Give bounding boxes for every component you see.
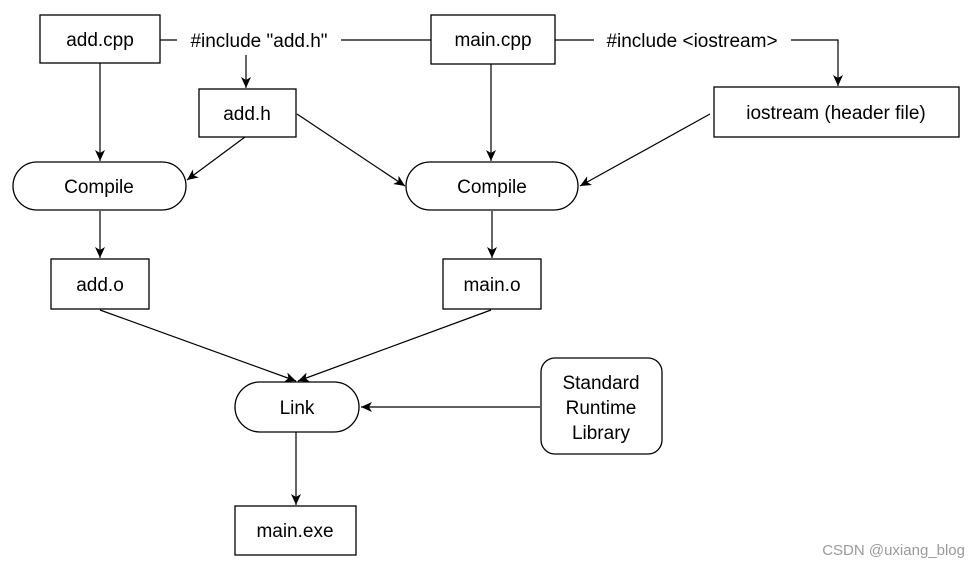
include-add-h-label: #include "add.h" [190,31,327,52]
compile-left-node: Compile [12,161,187,211]
edge-add-o-to-link [99,309,297,382]
main-cpp-box: main.cpp [430,14,556,65]
runtime-label-line3: Library [572,423,631,444]
compile-right-node: Compile [405,161,579,211]
iostream-label: iostream (header file) [746,103,926,124]
edge-iostream-to-compile-right [579,113,711,187]
edge-main-o-to-link [297,309,492,382]
edge-include-iostream-to-iostream [791,39,843,86]
runtime-label-line1: Standard [562,373,639,394]
iostream-box: iostream (header file) [713,86,960,138]
compile-left-label: Compile [64,177,134,198]
link-label: Link [280,398,315,419]
main-o-box: main.o [442,258,542,310]
main-cpp-label: main.cpp [454,30,531,51]
watermark-text: CSDN @uxiang_blog [822,542,965,559]
main-o-label: main.o [463,275,520,296]
add-h-label: add.h [223,104,271,125]
link-node: Link [234,381,360,433]
add-cpp-box: add.cpp [39,14,161,64]
runtime-label-line2: Runtime [566,398,637,419]
compile-right-label: Compile [457,177,527,198]
include-iostream-label: #include <iostream> [606,31,777,52]
edge-add-h-to-compile-left [186,136,246,181]
edge-add-h-to-compile-right [296,113,406,187]
add-cpp-label: add.cpp [66,30,134,51]
add-h-box: add.h [198,88,297,138]
main-exe-label: main.exe [256,521,333,542]
standard-runtime-library-node: Standard Runtime Library [540,357,663,455]
add-o-box: add.o [50,258,150,310]
add-o-label: add.o [76,275,124,296]
main-exe-box: main.exe [234,505,357,556]
